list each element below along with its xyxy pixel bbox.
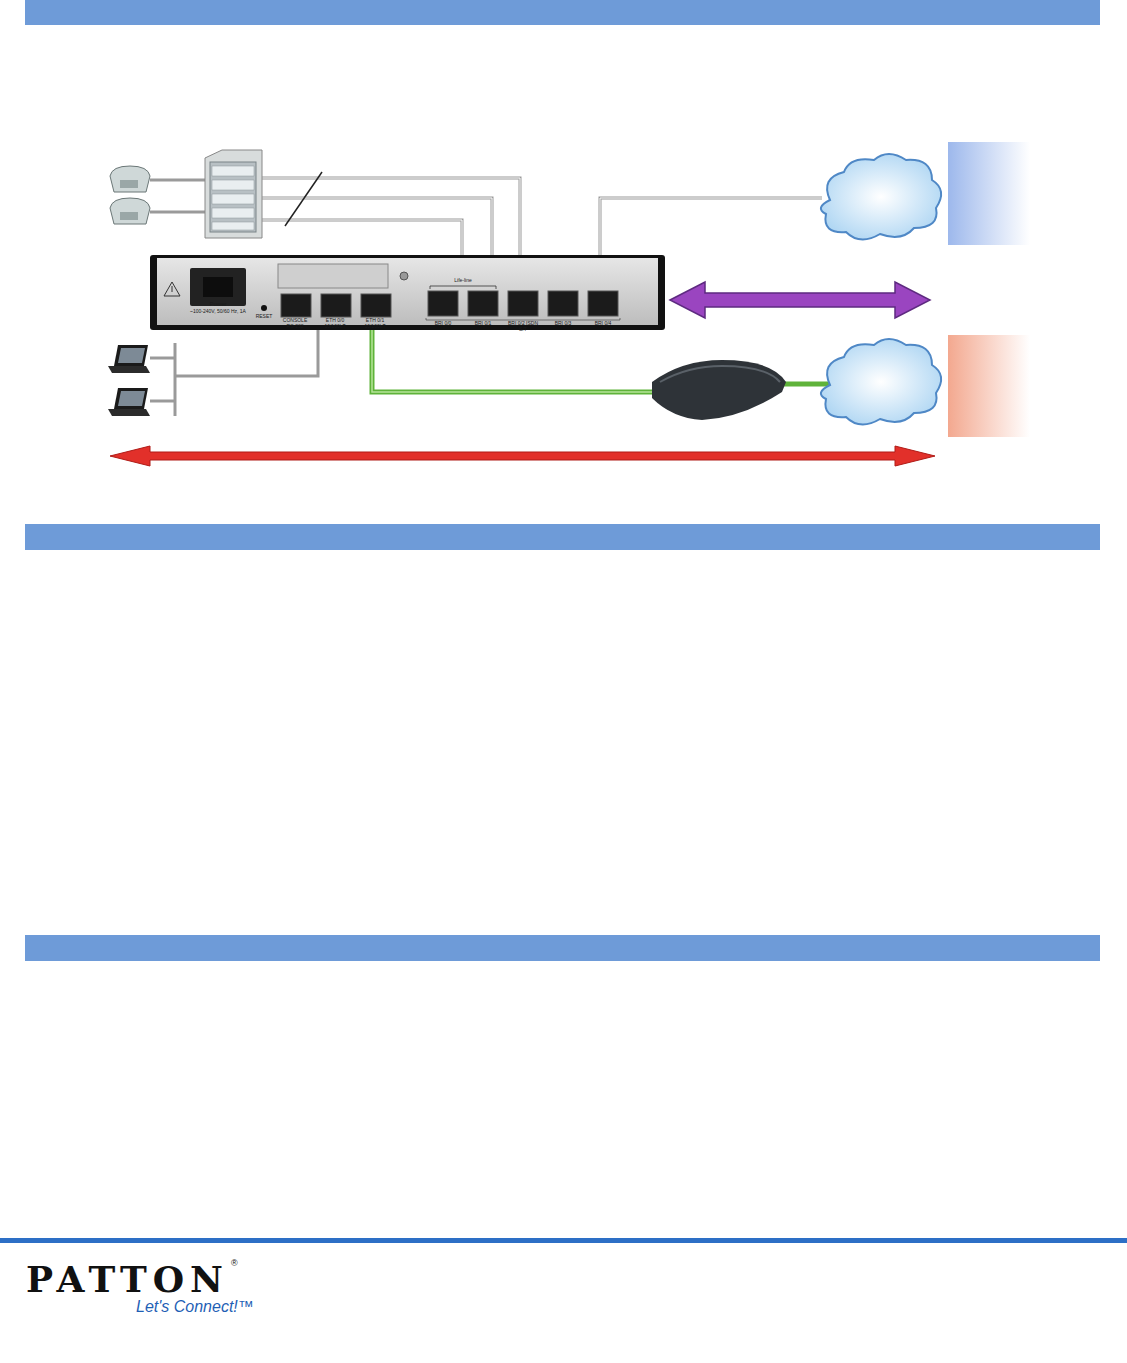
port-label: CONSOLE RS-232 (278, 318, 312, 329)
port-label: ETH 0/1 10/100bT (358, 318, 392, 329)
port-label: BRI 0/2 ISDN S/T (506, 321, 540, 332)
port-label: Life-line (430, 278, 496, 284)
logo-wordmark: PATTON (26, 1258, 229, 1300)
pbx-cabinet (205, 150, 262, 238)
port-label: ~100-240V, 50/60 Hz, 1A (178, 309, 258, 315)
laptop-icon (108, 345, 150, 416)
network-panel (948, 335, 1030, 437)
cloud (821, 154, 941, 425)
section-bar (25, 0, 1100, 25)
section-bar (25, 524, 1100, 550)
footer-rule (0, 1238, 1127, 1243)
port-label: RESET (250, 314, 278, 320)
section-bar (25, 935, 1100, 961)
gateway-device (150, 255, 665, 330)
purple-arrow (670, 282, 930, 318)
port-label: BRI 0/1 (468, 321, 498, 327)
modem-icon (652, 360, 786, 420)
port-label: ETH 0/0 10/100bT (318, 318, 352, 329)
device-panel: Power~100-240V, 50/60 Hz, 1ARESETCONSOLE… (150, 255, 665, 330)
port-label: BRI 0/4 (588, 321, 618, 327)
bundle-slash (285, 172, 322, 226)
port-label: BRI 0/0 (428, 321, 458, 327)
red-arrow (110, 446, 935, 466)
logo-tagline: Let's Connect!™ (136, 1298, 254, 1316)
ethernet-wire (372, 330, 660, 392)
network-panel (948, 142, 1030, 245)
port-label: BRI 0/3 (548, 321, 578, 327)
telephone-icon (110, 166, 150, 224)
registered-mark: ® (231, 1258, 238, 1268)
port-label: Power (193, 301, 243, 308)
